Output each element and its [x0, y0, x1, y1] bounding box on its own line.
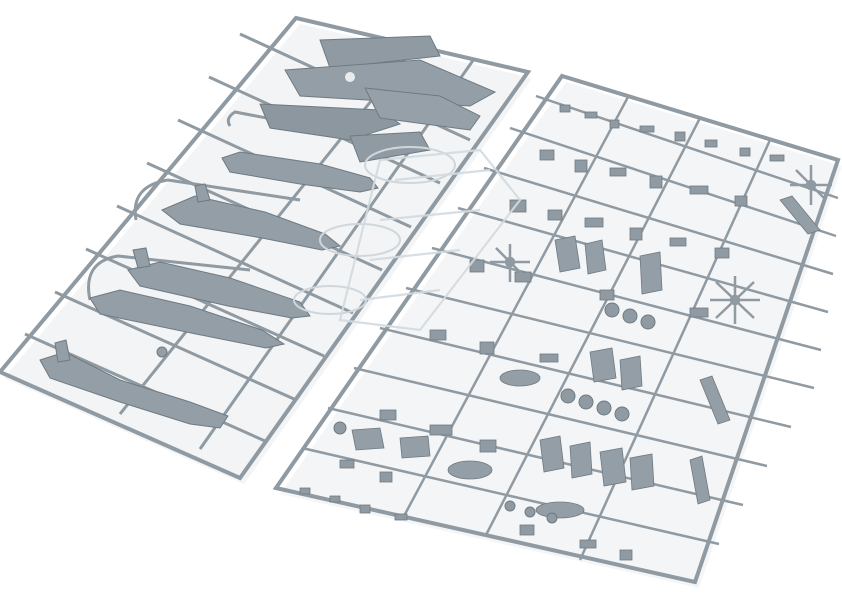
propeller-blade [699, 375, 731, 425]
detail-part [734, 195, 748, 207]
gear-door-part [589, 347, 617, 383]
propeller-2 [790, 165, 832, 205]
detail-part [429, 424, 453, 436]
detail-part [559, 104, 571, 113]
propeller-3 [490, 244, 530, 282]
wing-parts [259, 35, 497, 163]
propeller-blade [779, 195, 821, 235]
detail-part [339, 459, 355, 469]
detail-part [514, 271, 532, 283]
gear-door-part [569, 441, 593, 479]
panel-part [351, 427, 385, 451]
wing-upper-center [284, 59, 497, 107]
detail-part [429, 329, 447, 341]
fuselage-half-2 [161, 195, 342, 251]
detail-part [479, 341, 495, 355]
right-sprue-tree [272, 73, 842, 588]
fuselage-half-1 [221, 151, 379, 193]
wing-upper-left [319, 35, 441, 69]
detail-part [704, 139, 718, 148]
gear-door-part [619, 355, 643, 391]
fin-part-1 [194, 183, 211, 203]
detail-part [599, 289, 615, 301]
wheel-part [640, 314, 656, 330]
wheel-part [333, 421, 347, 435]
detail-part [584, 217, 604, 228]
panel-parts [351, 195, 821, 519]
canopy-2 [319, 223, 401, 257]
wing-hole [345, 72, 355, 82]
gear-door-part [629, 453, 655, 491]
detail-part [574, 159, 588, 173]
detail-part [584, 111, 598, 119]
tailplane-part [349, 131, 431, 163]
right-sprue-frame [272, 73, 841, 585]
propeller-1 [710, 276, 760, 324]
gear-door-part [539, 435, 565, 473]
detail-part [539, 353, 559, 363]
wheel-part [524, 506, 536, 518]
wheel-part [596, 400, 612, 416]
clear-sprue [338, 148, 522, 332]
clear-sprue-frame [338, 148, 522, 332]
propeller-parts [490, 165, 832, 324]
detail-part [609, 167, 627, 177]
detail-part [329, 495, 341, 503]
gear-door-part [599, 447, 627, 487]
detail-part [547, 209, 563, 221]
small-detail-parts [299, 104, 785, 561]
wing-lower-right [364, 87, 481, 131]
detail-part [609, 119, 620, 129]
left-sprue-frame [0, 15, 532, 481]
wheel-part [614, 406, 630, 422]
propeller-blade [689, 455, 711, 505]
wing-lower-left [259, 103, 402, 141]
right-sprue-runners [301, 94, 839, 561]
drop-tank-part [499, 369, 541, 387]
detail-part [299, 487, 311, 495]
fin-part-2 [132, 247, 151, 269]
detail-part [689, 185, 709, 195]
detail-part [539, 149, 555, 161]
small-round-part [156, 346, 168, 358]
panel-part [399, 435, 431, 459]
fuselage-half-3 [127, 261, 311, 319]
detail-part [739, 147, 751, 157]
fuselage-parts [39, 151, 379, 429]
detail-part [579, 539, 597, 549]
fuselage-half-4 [89, 289, 286, 349]
detail-part [479, 439, 497, 453]
drop-tank-part [447, 460, 493, 480]
wheel-part [560, 388, 576, 404]
detail-part [619, 549, 633, 561]
wheel-part [622, 308, 638, 324]
detail-part [519, 524, 535, 536]
wheel-part [604, 302, 620, 318]
fuselage-half-5 [39, 351, 229, 429]
gear-door-part [639, 251, 663, 295]
drop-tank-part [535, 501, 585, 519]
detail-part [359, 504, 371, 514]
detail-part [649, 175, 663, 189]
detail-part [629, 227, 643, 241]
fin-part-3 [54, 339, 71, 363]
detail-part [379, 409, 397, 421]
canopy-1 [364, 146, 456, 184]
detail-part [714, 247, 730, 259]
detail-part [769, 154, 785, 162]
wheel-part [578, 394, 594, 410]
detail-part [689, 307, 709, 318]
gear-door-part [584, 239, 607, 275]
detail-part [379, 471, 393, 483]
detail-part [394, 513, 408, 521]
wheel-part [546, 512, 558, 524]
wheel-part [504, 500, 516, 512]
left-sprue-tree [0, 15, 532, 484]
gear-door-part [554, 235, 581, 273]
detail-part [639, 125, 655, 133]
detail-part [674, 131, 686, 142]
wheel-parts [333, 302, 656, 524]
detail-part [669, 237, 687, 247]
